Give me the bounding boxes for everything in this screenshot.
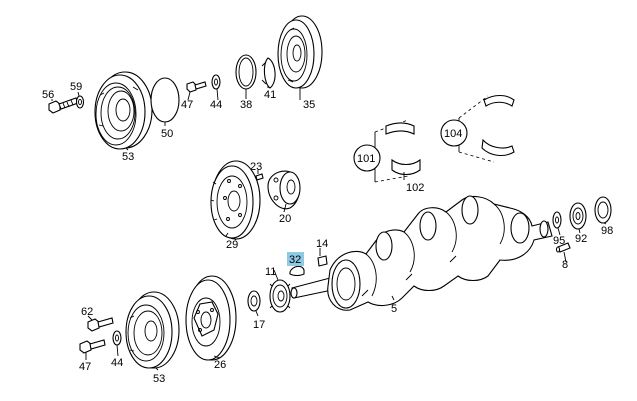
part-53-pulley-top[interactable] bbox=[94, 71, 153, 150]
label-59: 59 bbox=[70, 81, 82, 93]
part-5-crankshaft[interactable] bbox=[290, 195, 553, 311]
label-47-bottom: 47 bbox=[79, 361, 91, 373]
label-29: 29 bbox=[226, 239, 238, 251]
part-44-washer-bottom[interactable] bbox=[112, 330, 122, 346]
part-50-cover[interactable] bbox=[150, 77, 180, 123]
part-17-seal[interactable] bbox=[247, 290, 261, 312]
label-20: 20 bbox=[279, 213, 291, 225]
highlight-32 bbox=[287, 252, 304, 266]
label-98: 98 bbox=[601, 225, 613, 237]
label-8: 8 bbox=[562, 259, 568, 271]
part-26-hub[interactable] bbox=[185, 275, 237, 361]
part-14-sleeve[interactable] bbox=[317, 255, 328, 267]
part-104-thrust-bearing[interactable] bbox=[440, 94, 515, 163]
label-104: 104 bbox=[444, 128, 462, 140]
label-11: 11 bbox=[265, 266, 276, 278]
label-44-top: 44 bbox=[210, 99, 222, 111]
part-101-bearing-shells[interactable] bbox=[353, 119, 421, 183]
leader-lines bbox=[51, 86, 607, 371]
label-26: 26 bbox=[214, 359, 226, 371]
label-62: 62 bbox=[81, 306, 93, 318]
callout-labels: 56 59 47 44 38 41 35 50 53 101 102 104 2… bbox=[42, 81, 613, 385]
part-47-bolt-top[interactable] bbox=[186, 81, 207, 93]
part-98-seal[interactable] bbox=[594, 196, 612, 224]
label-14: 14 bbox=[316, 238, 328, 250]
label-50: 50 bbox=[161, 128, 173, 140]
label-102: 102 bbox=[406, 182, 424, 194]
part-59-washer[interactable] bbox=[75, 95, 85, 109]
label-23: 23 bbox=[250, 161, 262, 173]
label-44-bottom: 44 bbox=[111, 357, 123, 369]
label-53-top: 53 bbox=[122, 151, 134, 163]
label-56: 56 bbox=[42, 89, 54, 101]
label-47-top: 47 bbox=[181, 99, 193, 111]
part-44-washer-top[interactable] bbox=[211, 74, 221, 90]
part-95-ring[interactable] bbox=[552, 211, 562, 229]
part-29-flywheel[interactable] bbox=[210, 160, 261, 240]
part-32-key[interactable] bbox=[289, 265, 305, 277]
label-38: 38 bbox=[240, 99, 252, 111]
label-41: 41 bbox=[264, 89, 276, 101]
part-47-bolt-bottom[interactable] bbox=[79, 339, 106, 354]
label-35: 35 bbox=[303, 99, 315, 111]
label-92: 92 bbox=[575, 233, 587, 245]
part-53-pulley-bottom[interactable] bbox=[125, 291, 180, 369]
label-101: 101 bbox=[357, 153, 375, 165]
part-41-circlip[interactable] bbox=[261, 57, 276, 89]
part-11-gear[interactable] bbox=[269, 279, 291, 313]
part-8-dowel[interactable] bbox=[555, 242, 571, 253]
label-95: 95 bbox=[553, 235, 565, 247]
part-20-hub[interactable] bbox=[267, 170, 301, 210]
part-23-pin[interactable] bbox=[255, 173, 264, 181]
part-35-damper[interactable] bbox=[277, 15, 323, 89]
label-53-bottom: 53 bbox=[153, 373, 165, 385]
label-32: 32 bbox=[289, 254, 301, 266]
part-92-bearing[interactable] bbox=[569, 202, 587, 230]
part-38-snap-ring[interactable] bbox=[235, 54, 257, 90]
label-17: 17 bbox=[253, 319, 265, 331]
part-62-bolt[interactable] bbox=[87, 317, 114, 332]
label-5: 5 bbox=[391, 303, 397, 315]
